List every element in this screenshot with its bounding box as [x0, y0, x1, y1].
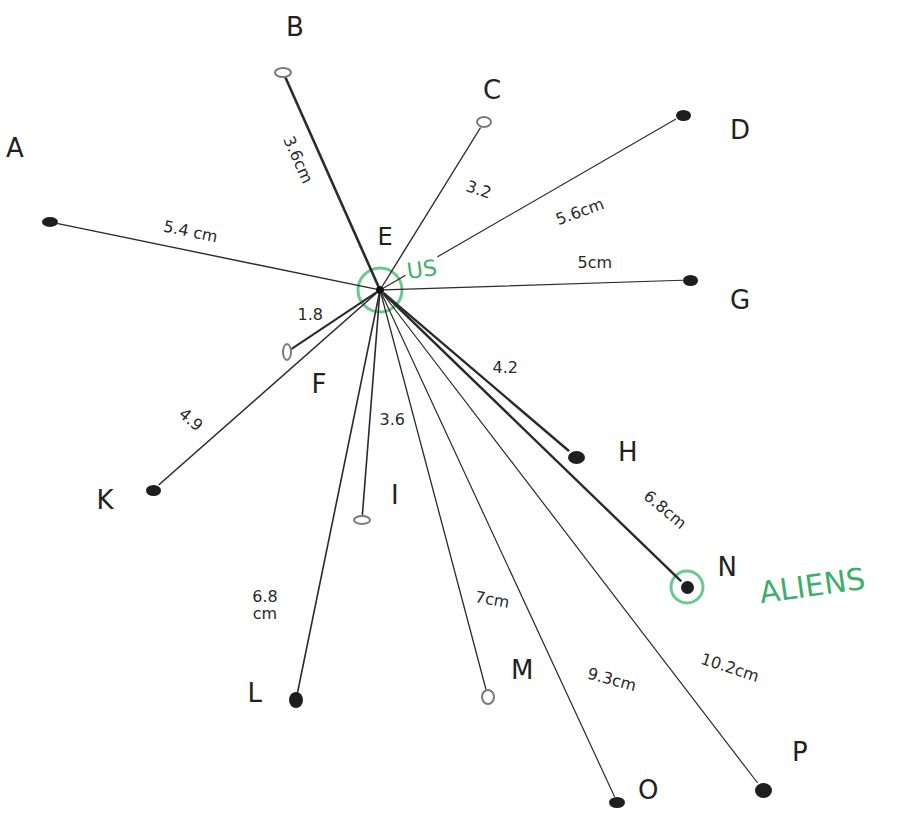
- star-letter: C: [483, 76, 501, 105]
- distance-line: [384, 294, 681, 581]
- distance-label: 5.6cm: [552, 194, 609, 229]
- star-letter: A: [6, 134, 24, 163]
- distance-line: [381, 294, 486, 689]
- star-dot: H: [568, 451, 585, 464]
- star-letter: N: [718, 553, 737, 582]
- star-letter: L: [248, 679, 263, 708]
- distance-label: 5cm: [576, 254, 615, 272]
- distance-label: 4.9: [173, 404, 207, 436]
- star-dot: G: [683, 275, 698, 286]
- distance-label: 5.4 cm: [159, 217, 220, 246]
- distance-line: [292, 293, 376, 349]
- star-letter: D: [730, 116, 750, 145]
- star-dot: I: [353, 515, 371, 525]
- star-dot: EUS: [376, 286, 384, 294]
- distance-line: [384, 119, 676, 287]
- distance-line: [298, 294, 380, 692]
- distance-line: [382, 294, 615, 797]
- star-letter: K: [97, 486, 114, 515]
- star-dot: F: [282, 343, 292, 361]
- distance-line: [382, 128, 480, 286]
- distance-label: 6.8 cm: [244, 588, 286, 623]
- distance-line: [383, 294, 757, 783]
- star-dot: C: [476, 116, 492, 128]
- star-letter: I: [391, 481, 399, 510]
- distance-label: 3.6cm: [279, 132, 317, 188]
- star-dot: A: [42, 217, 58, 227]
- star-letter: G: [730, 286, 750, 315]
- star-dot: P: [755, 783, 772, 798]
- star-note: ALIENS: [757, 561, 867, 609]
- distance-line: [159, 294, 376, 485]
- distance-label: 4.2: [491, 359, 520, 377]
- star-dot: K: [146, 485, 161, 496]
- star-dot: L: [289, 692, 303, 708]
- star-letter: E: [378, 224, 393, 250]
- star-letter: P: [792, 738, 808, 767]
- star-letter: M: [511, 656, 533, 685]
- distance-label: 3.2: [462, 177, 495, 203]
- star-letter: O: [638, 776, 658, 805]
- star-dot: M: [481, 689, 495, 705]
- star-dot: D: [676, 110, 691, 121]
- distance-label: 7cm: [471, 588, 512, 612]
- distance-line: [384, 280, 683, 290]
- star-dot: B: [274, 67, 292, 78]
- distance-label: 3.6: [378, 411, 407, 429]
- star-letter: F: [312, 370, 327, 399]
- distance-label: 9.3cm: [584, 664, 641, 695]
- star-dot: O: [609, 797, 625, 808]
- distance-label: 10.2cm: [697, 650, 763, 687]
- distance-label: 1.8: [296, 306, 325, 324]
- star-note: US: [403, 256, 440, 285]
- star-letter: H: [618, 438, 638, 467]
- distance-label: 6.8cm: [639, 486, 692, 534]
- star-letter: B: [286, 13, 304, 42]
- star-dot: NALIENS: [681, 581, 694, 594]
- distance-line: [384, 293, 568, 450]
- distance-line: [362, 294, 379, 515]
